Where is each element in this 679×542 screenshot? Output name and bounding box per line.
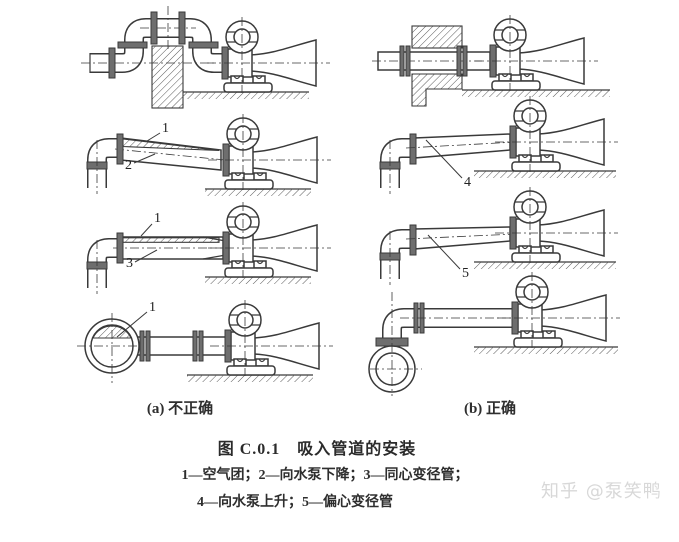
leader-line	[134, 249, 158, 263]
figure-title: 图 C.0.1 吸入管道的安装	[217, 441, 417, 458]
pump	[474, 14, 599, 92]
diagram-a4-bend-air-pocket: 1	[77, 299, 334, 383]
diagram-b1-straight-through-wall	[372, 14, 610, 107]
diagram-b3-eccentric-reducer: 5	[370, 186, 619, 300]
pipe-flange	[399, 45, 405, 77]
diagram-a3-concentric-reducer: 1 3	[65, 201, 332, 297]
part-label-4: 4	[464, 175, 471, 190]
part-label-1: 1	[149, 300, 156, 315]
pipe-flange	[409, 133, 417, 165]
ground-hatch	[474, 347, 618, 354]
leader-line	[425, 139, 463, 179]
ground-hatch	[187, 375, 313, 382]
part-label-5: 5	[462, 266, 469, 281]
rising-pipe	[413, 133, 511, 159]
part-label-1: 1	[162, 121, 169, 136]
pump	[209, 299, 334, 377]
diagram-b4-downturned-bend	[368, 271, 621, 396]
caption-b-correct: (b) 正确	[463, 401, 517, 417]
pipe-flange	[409, 224, 417, 256]
wall-hatched	[151, 45, 184, 109]
part-label-1: 1	[154, 211, 161, 226]
legend-line-1: 1—空气团；2—向水泵下降；3—同心变径管；	[181, 468, 469, 483]
pipe-flange	[116, 133, 124, 165]
elbow	[87, 140, 121, 194]
pump	[496, 271, 621, 349]
reducer-lines	[202, 236, 224, 260]
pipe-flange	[456, 45, 462, 77]
pipe-flange	[116, 232, 124, 264]
legend-line-2: 4—向水泵上升；5—偏心变径管	[197, 495, 393, 510]
pipe-flange	[145, 330, 151, 362]
diagram-b2-rise-to-pump: 4	[370, 95, 619, 208]
leader-line	[133, 153, 156, 164]
part-label-2: 2	[125, 158, 132, 173]
pump	[207, 201, 332, 279]
pipe-flange	[139, 330, 145, 362]
ground-hatch	[474, 262, 616, 269]
pump	[207, 113, 332, 191]
ground-hatch	[205, 277, 311, 284]
pipe-flange	[108, 47, 116, 79]
leader-line	[116, 311, 148, 338]
pipe-flange	[405, 45, 411, 77]
ground-hatch	[205, 189, 311, 196]
leader-line	[427, 234, 461, 270]
diagram-a2-slope-down: 1 2	[65, 113, 332, 208]
wall-step-hatched	[411, 73, 463, 107]
pipe-flange	[462, 45, 468, 77]
watermark: 知乎 @泵笑鸭	[541, 481, 662, 502]
ground-hatch	[183, 92, 309, 99]
air-pocket-hatch	[122, 237, 220, 243]
diagram-a1-hump-over-wall	[81, 6, 331, 109]
part-label-3: 3	[126, 256, 133, 271]
wall-block-hatched	[411, 25, 463, 49]
pump	[206, 16, 331, 94]
caption-a-incorrect: (a) 不正确	[146, 401, 214, 417]
leader-line	[140, 223, 153, 237]
pipe-flange	[192, 330, 198, 362]
pipe-flange	[150, 11, 158, 45]
pipe-flange	[117, 41, 148, 49]
ground-hatch	[462, 90, 610, 97]
pipe-flange	[178, 11, 186, 45]
pipe-flange	[198, 330, 204, 362]
pipe-flange	[188, 41, 219, 49]
leader-line	[146, 132, 161, 142]
ground-hatch	[474, 171, 616, 178]
